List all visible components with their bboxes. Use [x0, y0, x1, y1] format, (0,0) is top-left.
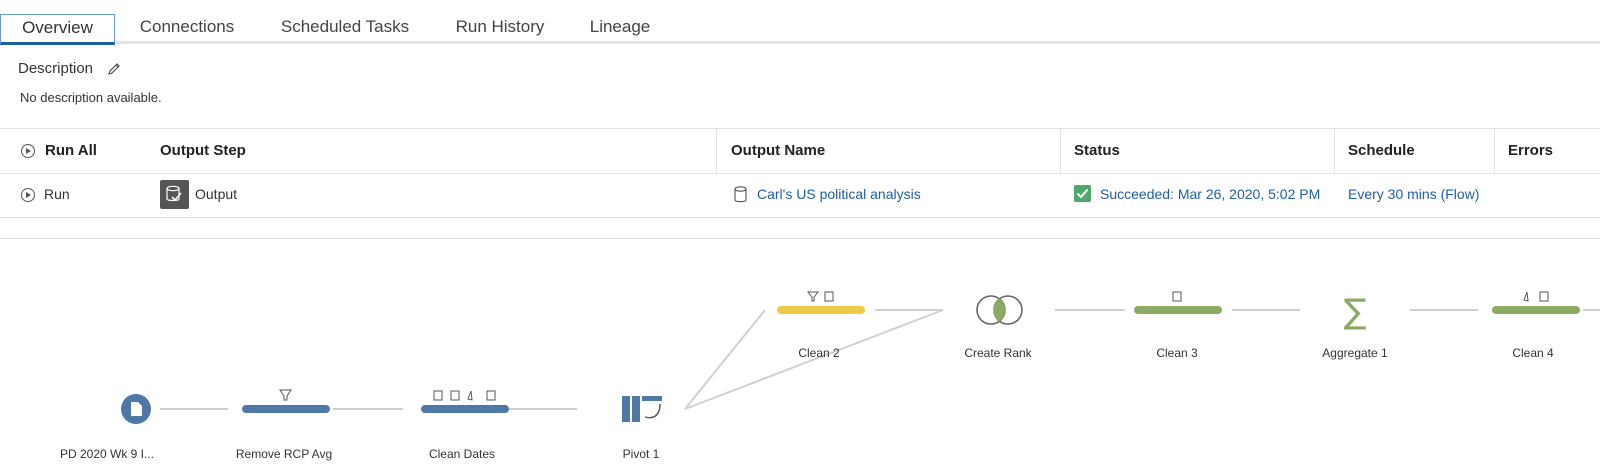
aggregate-icon[interactable]: ∑ — [1344, 292, 1367, 332]
header-output-step[interactable]: Output Step — [160, 142, 246, 159]
tab-run-history[interactable]: Run History — [455, 17, 545, 36]
clean-step-bar[interactable] — [242, 405, 330, 413]
status-link[interactable]: Succeeded: Mar 26, 2020, 5:02 PM — [1100, 186, 1321, 202]
filter-icon — [279, 389, 292, 401]
flow-canvas: ∑ — [121, 291, 1600, 424]
tab-connections[interactable]: Connections — [139, 17, 235, 36]
output-step-icon — [160, 180, 189, 209]
description-text: No description available. — [20, 90, 162, 105]
run-button[interactable]: Run — [44, 186, 70, 202]
header-schedule[interactable]: Schedule — [1348, 142, 1415, 159]
run-all-icon[interactable] — [21, 144, 35, 158]
header-output-name[interactable]: Output Name — [731, 142, 826, 159]
change-icons — [1523, 291, 1549, 302]
section-divider — [0, 238, 1600, 239]
header-status[interactable]: Status — [1074, 142, 1120, 159]
schedule-link[interactable]: Every 30 mins (Flow) — [1348, 186, 1480, 202]
clean-step-bar[interactable] — [421, 405, 509, 413]
column-divider — [716, 129, 717, 173]
output-name-link[interactable]: Carl's US political analysis — [757, 186, 921, 202]
output-step-label: Output — [195, 186, 238, 202]
tab-scheduled-tasks[interactable]: Scheduled Tasks — [280, 17, 410, 36]
join-icon[interactable] — [976, 295, 1023, 325]
database-icon — [734, 186, 747, 203]
edit-pencil-icon[interactable] — [106, 61, 122, 77]
flow-node-label[interactable]: Clean Dates — [428, 447, 496, 461]
clean-step-bar[interactable] — [1134, 306, 1222, 314]
header-errors[interactable]: Errors — [1508, 142, 1554, 159]
flow-node-label[interactable]: PD 2020 Wk 9 I... — [59, 447, 155, 461]
change-icons — [433, 390, 496, 401]
run-icon[interactable] — [21, 188, 35, 202]
column-divider — [1060, 129, 1061, 173]
clean-step-bar[interactable] — [777, 306, 865, 314]
pivot-icon[interactable] — [622, 396, 662, 422]
success-check-icon — [1074, 185, 1091, 202]
column-divider — [1334, 129, 1335, 173]
outputs-table: Run All Output Step Output Name Status S… — [0, 128, 1600, 218]
change-icon — [1172, 291, 1182, 302]
clean-step-bar[interactable] — [1492, 306, 1580, 314]
tab-lineage[interactable]: Lineage — [589, 17, 651, 36]
flow-node-label[interactable]: Clean 4 — [1512, 346, 1554, 360]
description-title: Description — [18, 60, 94, 77]
row-divider — [0, 173, 1600, 174]
flow-node-label[interactable]: Remove RCP Avg — [235, 447, 333, 461]
flow-node-label[interactable]: Clean 2 — [798, 346, 840, 360]
flow-node-label[interactable]: Pivot 1 — [622, 447, 660, 461]
flow-node-label[interactable]: Create Rank — [964, 346, 1032, 360]
tab-bar: Overview Connections Scheduled Tasks Run… — [0, 0, 1600, 45]
run-all-button[interactable]: Run All — [45, 142, 97, 159]
flow-node-label[interactable]: Clean 3 — [1156, 346, 1198, 360]
tab-overview[interactable]: Overview — [0, 14, 115, 45]
flow-node-label[interactable]: Aggregate 1 — [1322, 346, 1388, 360]
column-divider — [1494, 129, 1495, 173]
change-icons — [806, 291, 834, 302]
flow-connectors — [160, 309, 1600, 410]
